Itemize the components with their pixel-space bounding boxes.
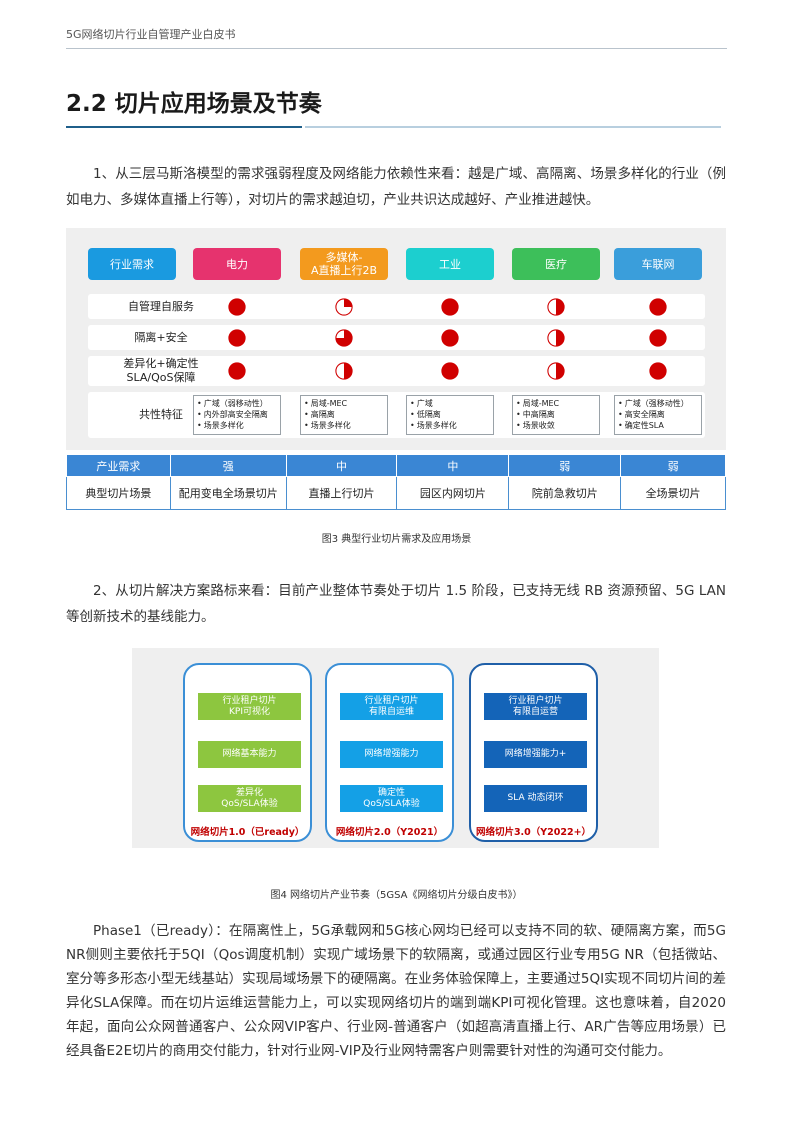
feature-box: 广域（强移动性）高安全隔离确定性SLA (614, 395, 702, 435)
title-underline-light (305, 126, 721, 128)
industry-header-label: 行业需求 (88, 248, 176, 280)
feature-box: 广域低隔离场景多样化 (406, 395, 494, 435)
table-header-row: 产业需求 强 中 中 弱 弱 (66, 454, 726, 477)
feature-box: 局域-MEC高隔离场景多样化 (300, 395, 388, 435)
harvey-ball-mark (547, 328, 565, 347)
industry-requirements-figure: 行业需求电力多媒体-A直播上行2B 工业医疗车联网自管理自服务隔离+安全差异化+确… (66, 228, 726, 450)
feature-item: 低隔离 (410, 409, 490, 420)
feature-item: 场景多样化 (197, 420, 277, 431)
stage-capability: 网络增强能力+ (484, 741, 587, 768)
industry-header-cell: 多媒体-A直播上行2B (300, 248, 388, 280)
stage-capability: 网络增强能力 (340, 741, 443, 768)
paragraph-3: Phase1（已ready）：在隔离性上，5G承载网和5G核心网均已经可以支持不… (66, 919, 726, 1063)
table-cell: 强 (169, 454, 287, 477)
feature-item: 广域（弱移动性） (197, 398, 277, 409)
table-cell: 典型切片场景 (66, 476, 171, 510)
harvey-ball-mark (441, 362, 459, 380)
industry-header-cell: 医疗 (512, 248, 600, 280)
table-cell: 院前急救切片 (508, 476, 622, 510)
table-cell: 全场景切片 (620, 476, 726, 510)
table-cell: 弱 (508, 454, 622, 477)
requirement-row (88, 325, 705, 350)
paragraph-1-text: 1、从三层马斯洛模型的需求强弱程度及网络能力依赖性来看：越是广域、高隔离、场景多… (66, 166, 726, 208)
industry-header-cell: 工业 (406, 248, 494, 280)
paragraph-2: 2、从切片解决方案路标来看：目前产业整体节奏处于切片 1.5 阶段，已支持无线 … (66, 578, 726, 630)
table-cell: 弱 (620, 454, 726, 477)
section-title: 2.2 切片应用场景及节奏 (66, 91, 322, 117)
harvey-ball-mark (335, 297, 353, 316)
table-cell: 直播上行切片 (285, 476, 398, 510)
table-cell: 配用变电全场景切片 (169, 476, 287, 510)
paragraph-2-text: 2、从切片解决方案路标来看：目前产业整体节奏处于切片 1.5 阶段，已支持无线 … (66, 583, 726, 625)
feature-item: 广域（强移动性） (618, 398, 698, 409)
roadmap-stage: 行业租户切片有限自运营网络增强能力+ SLA 动态闭环网络切片3.0（Y2022+… (469, 663, 598, 842)
stage-capability: 行业租户切片有限自运营 (484, 693, 587, 720)
table-cell: 中 (285, 454, 398, 477)
figure-4-caption: 图4 网络切片产业节奏（5GSA《网络切片分级白皮书》） (270, 890, 523, 901)
table-cell: 园区内网切片 (396, 476, 510, 510)
requirement-row-label: 隔离+安全 (134, 330, 188, 344)
header-rule (66, 48, 727, 49)
industry-header-cell: 电力 (193, 248, 281, 280)
feature-item: 中高隔离 (516, 409, 596, 420)
feature-item: 场景多样化 (304, 420, 384, 431)
feature-box: 局域-MEC中高隔离场景收敛 (512, 395, 600, 435)
running-header: 5G网络切片行业自管理产业白皮书 (66, 28, 236, 41)
harvey-ball-mark (547, 362, 565, 380)
stage-label: 网络切片1.0（已ready） (190, 827, 305, 838)
harvey-ball-mark (335, 328, 353, 347)
requirement-row (88, 356, 705, 386)
stage-label: 网络切片3.0（Y2022+） (475, 827, 592, 838)
feature-item: 确定性SLA (618, 420, 698, 431)
harvey-ball-mark (547, 297, 565, 316)
figure-3-caption: 图3 典型行业切片需求及应用场景 (321, 534, 472, 545)
feature-item: 广域 (410, 398, 490, 409)
harvey-ball-mark (228, 328, 246, 347)
harvey-ball-mark (228, 362, 246, 380)
table-cell: 产业需求 (66, 454, 171, 477)
requirement-row-label: 自管理自服务 (128, 299, 194, 313)
paragraph-1: 1、从三层马斯洛模型的需求强弱程度及网络能力依赖性来看：越是广域、高隔离、场景多… (66, 161, 726, 213)
feature-item: 场景收敛 (516, 420, 596, 431)
feature-item: 高安全隔离 (618, 409, 698, 420)
harvey-ball-mark (649, 297, 667, 316)
feature-item: 场景多样化 (410, 420, 490, 431)
table-cell: 中 (396, 454, 510, 477)
feature-item: 局域-MEC (304, 398, 384, 409)
title-underline (66, 126, 302, 128)
slice-scenario-table: 产业需求 强 中 中 弱 弱 典型切片场景 配用变电全场景切片 直播上行切片 园… (66, 454, 726, 510)
requirement-row (88, 294, 705, 319)
stage-capability: SLA 动态闭环 (484, 785, 587, 812)
paragraph-3-text: Phase1（已ready）：在隔离性上，5G承载网和5G核心网均已经可以支持不… (66, 923, 726, 1059)
stage-capability: 网络基本能力 (198, 741, 301, 768)
harvey-ball-mark (649, 328, 667, 347)
feature-item: 局域-MEC (516, 398, 596, 409)
harvey-ball-mark (335, 362, 353, 380)
feature-row-label: 共性特征 (139, 408, 183, 421)
harvey-ball-mark (649, 362, 667, 380)
feature-box: 广域（弱移动性）内外部高安全隔离场景多样化 (193, 395, 281, 435)
feature-item: 高隔离 (304, 409, 384, 420)
feature-row (88, 392, 705, 438)
feature-item: 内外部高安全隔离 (197, 409, 277, 420)
harvey-ball-mark (441, 297, 459, 316)
table-row: 典型切片场景 配用变电全场景切片 直播上行切片 园区内网切片 院前急救切片 全场… (66, 476, 726, 510)
stage-label: 网络切片2.0（Y2021） (335, 827, 444, 838)
harvey-ball-mark (441, 328, 459, 347)
harvey-ball-mark (228, 297, 246, 316)
industry-header-cell: 车联网 (614, 248, 702, 280)
stage-capability: 行业租户切片有限自运维 (340, 693, 443, 720)
